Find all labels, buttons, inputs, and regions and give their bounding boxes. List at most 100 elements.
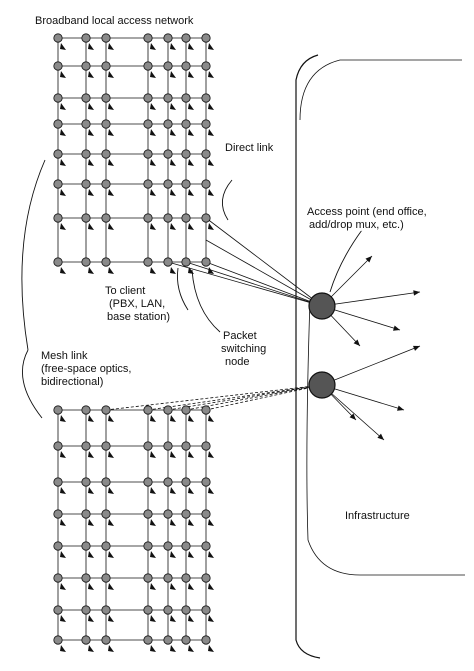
upper-client-arrow-icon	[88, 267, 94, 274]
mesh-link-leader-up	[21, 159, 46, 351]
upper-packet-node	[181, 33, 191, 43]
upper-packet-node	[201, 119, 211, 129]
lower-client-arrow-icon	[88, 415, 94, 422]
upper-client-arrow-icon	[188, 223, 194, 230]
lower-client-arrow-icon	[60, 487, 66, 494]
lower-packet-node	[201, 509, 211, 519]
direct-link-leader	[222, 179, 233, 221]
upper-client-arrow-icon	[208, 103, 214, 110]
infrastructure-inner-curve	[299, 59, 462, 121]
lower-client-arrow-icon	[208, 451, 214, 458]
upper-client-arrow-icon	[108, 103, 114, 110]
upper-client-arrow-icon	[208, 159, 214, 166]
upper-packet-node	[53, 213, 63, 223]
lower-packet-node	[201, 477, 211, 487]
upper-client-arrow-icon	[60, 103, 66, 110]
upper-packet-node	[163, 213, 173, 223]
infrastructure-arrow-icon	[365, 256, 372, 263]
lower-client-arrow-icon	[108, 583, 114, 590]
upper-client-arrow-icon	[150, 43, 156, 50]
upper-packet-node	[53, 119, 63, 129]
upper-client-arrow-icon	[60, 223, 66, 230]
infrastructure-link	[321, 384, 405, 411]
direct-link-label: Direct link	[224, 142, 275, 154]
upper-client-arrow-icon	[88, 129, 94, 136]
lower-client-arrow-icon	[150, 451, 156, 458]
upper-client-arrow-icon	[88, 223, 94, 230]
to-client-leader	[177, 267, 189, 311]
upper-client-arrow-icon	[150, 189, 156, 196]
lower-client-arrow-icon	[108, 519, 114, 526]
packet-node-leader	[191, 269, 221, 333]
infrastructure-link	[321, 384, 385, 441]
upper-client-arrow-icon	[188, 43, 194, 50]
direct-link-upper	[167, 261, 323, 307]
upper-packet-node	[81, 93, 91, 103]
direct-link-lower	[147, 384, 323, 411]
upper-client-arrow-icon	[208, 129, 214, 136]
access-point-hub-lower	[308, 371, 336, 399]
lower-packet-node	[53, 605, 63, 615]
upper-client-arrow-icon	[150, 159, 156, 166]
upper-client-arrow-icon	[170, 129, 176, 136]
lower-client-arrow-icon	[170, 451, 176, 458]
lower-client-arrow-icon	[60, 451, 66, 458]
lower-client-arrow-icon	[88, 487, 94, 494]
lower-packet-node	[163, 573, 173, 583]
upper-client-arrow-icon	[170, 223, 176, 230]
upper-client-arrow-icon	[208, 223, 214, 230]
lower-client-arrow-icon	[208, 551, 214, 558]
lower-client-arrow-icon	[150, 487, 156, 494]
upper-client-arrow-icon	[88, 159, 94, 166]
access-point-hub-upper	[308, 292, 336, 320]
upper-client-arrow-icon	[170, 267, 176, 274]
lower-client-arrow-icon	[170, 645, 176, 652]
upper-packet-node	[181, 179, 191, 189]
lower-packet-node	[163, 635, 173, 645]
lower-packet-node	[181, 477, 191, 487]
upper-packet-node	[163, 257, 173, 267]
lower-packet-node	[143, 441, 153, 451]
upper-client-arrow-icon	[60, 71, 66, 78]
upper-packet-node	[101, 61, 111, 71]
upper-client-arrow-icon	[88, 103, 94, 110]
access-point-label-line1: Access point (end office,	[306, 206, 428, 218]
lower-packet-node	[143, 605, 153, 615]
lower-client-arrow-icon	[108, 645, 114, 652]
upper-client-arrow-icon	[170, 159, 176, 166]
upper-packet-node	[143, 93, 153, 103]
upper-client-arrow-icon	[60, 267, 66, 274]
upper-packet-node	[181, 213, 191, 223]
upper-client-arrow-icon	[188, 159, 194, 166]
lower-client-arrow-icon	[188, 415, 194, 422]
upper-client-arrow-icon	[108, 43, 114, 50]
lower-packet-node	[163, 541, 173, 551]
lower-packet-node	[143, 477, 153, 487]
upper-packet-node	[201, 93, 211, 103]
lower-client-arrow-icon	[188, 451, 194, 458]
direct-link-upper	[205, 261, 323, 307]
lower-client-arrow-icon	[188, 551, 194, 558]
lower-packet-node	[181, 635, 191, 645]
upper-client-arrow-icon	[108, 223, 114, 230]
upper-packet-node	[201, 61, 211, 71]
lower-client-arrow-icon	[208, 645, 214, 652]
upper-packet-node	[181, 149, 191, 159]
lower-client-arrow-icon	[108, 415, 114, 422]
lower-client-arrow-icon	[88, 583, 94, 590]
lower-client-arrow-icon	[108, 451, 114, 458]
upper-client-arrow-icon	[60, 129, 66, 136]
upper-packet-node	[143, 61, 153, 71]
packet-node-label-line2: switching	[220, 343, 268, 355]
lower-client-arrow-icon	[60, 645, 66, 652]
lower-packet-node	[181, 405, 191, 415]
infrastructure-arrow-icon	[349, 413, 356, 420]
direct-link-upper	[205, 217, 323, 307]
upper-packet-node	[181, 257, 191, 267]
lower-client-arrow-icon	[188, 615, 194, 622]
upper-packet-node	[181, 93, 191, 103]
lower-packet-node	[181, 605, 191, 615]
upper-client-arrow-icon	[150, 71, 156, 78]
